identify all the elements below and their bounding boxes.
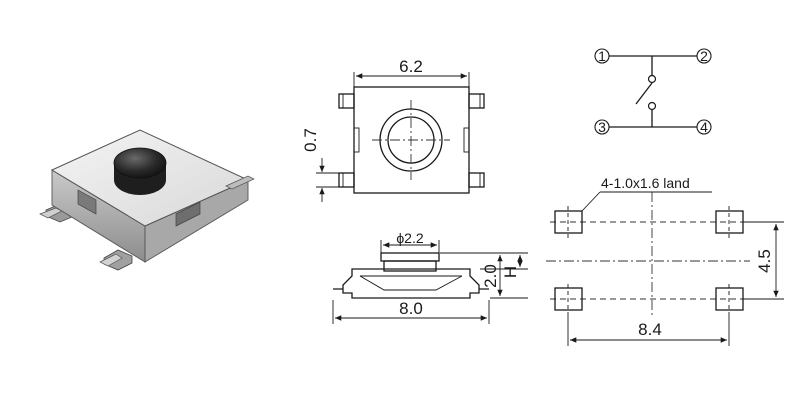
- top-width-label: 6.2: [399, 57, 423, 76]
- switch-3d-render: [39, 129, 255, 271]
- pin-1-label: 1: [598, 48, 606, 64]
- height-label: 2.0: [481, 264, 500, 288]
- land-note: 4-1.0x1.6 land: [601, 175, 690, 191]
- pin-4-label: 4: [700, 119, 708, 135]
- switch-schematic: 1 2 3 4: [594, 48, 712, 135]
- height-symbol: H: [501, 266, 520, 278]
- side-view: ϕ2.2 8.0 2.0 H: [332, 230, 528, 324]
- terminal-offset-label: 0.7: [301, 128, 320, 152]
- land-pad-3: [554, 287, 583, 311]
- land-pattern: 4-1.0x1.6 land 4.5 8.4: [546, 175, 784, 346]
- button-dia-label: ϕ2.2: [396, 230, 424, 246]
- pitch-y-label: 4.5: [755, 249, 774, 273]
- pin-2-label: 2: [700, 48, 708, 64]
- land-pad-1: [554, 210, 583, 234]
- body-width-label: 8.0: [399, 299, 423, 318]
- pitch-x-label: 8.4: [638, 320, 662, 339]
- pin-3-label: 3: [598, 119, 606, 135]
- top-view: 6.2 0.7: [301, 57, 485, 202]
